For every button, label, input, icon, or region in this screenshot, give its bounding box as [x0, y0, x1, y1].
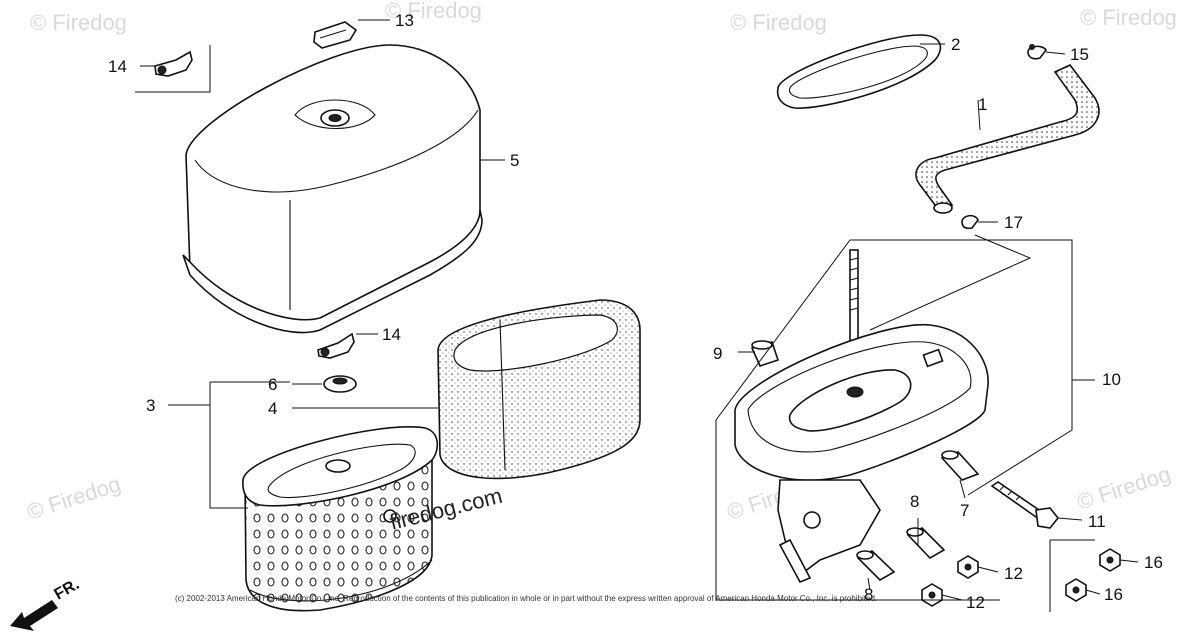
- part-8-pipe: [906, 527, 946, 560]
- callouts: 1 2 3 4 5 6 7 8 8 9 10 11 12 12 13 14 14…: [108, 11, 1163, 612]
- part-1-breather-tube: [915, 64, 1100, 214]
- part-17-clamp: [961, 214, 979, 230]
- watermark-text: © Firedog: [1074, 461, 1174, 515]
- part-5-air-cleaner-cover: [182, 44, 483, 334]
- part-10-air-cleaner-base: [734, 249, 989, 584]
- watermark-text: © Firedog: [730, 10, 827, 35]
- part-12-nut: [957, 555, 979, 579]
- watermark-text: © Firedog: [30, 10, 127, 35]
- callout-4: 4: [268, 399, 277, 418]
- direction-label: FR.: [52, 576, 83, 604]
- part-7-pipe: [940, 450, 980, 481]
- part-16-nut: [1065, 578, 1087, 602]
- callout-13: 13: [395, 11, 414, 30]
- part-6-grommet: [323, 375, 357, 393]
- part-16-nut: [1099, 548, 1121, 572]
- callout-1: 1: [978, 95, 987, 114]
- part-12-nut: [921, 583, 943, 607]
- part-13-clip: [313, 21, 358, 49]
- callout-14: 14: [108, 57, 127, 76]
- callout-12: 12: [1004, 564, 1023, 583]
- callout-8: 8: [864, 585, 873, 604]
- copyright-notice: (c) 2002-2013 American Honda Motor Co., …: [175, 594, 877, 603]
- watermark-text: © Firedog: [385, 0, 482, 23]
- watermark-text: © Firedog: [24, 471, 124, 525]
- callout-17: 17: [1004, 213, 1023, 232]
- watermark-text: © Firedog: [1080, 5, 1177, 30]
- callout-15: 15: [1070, 45, 1089, 64]
- callout-10: 10: [1102, 370, 1121, 389]
- part-8-pipe: [856, 550, 896, 581]
- part-15-clamp: [1027, 44, 1047, 60]
- part-4-foam-element: [437, 299, 641, 480]
- callout-12: 12: [966, 593, 985, 612]
- callout-16: 16: [1104, 585, 1123, 604]
- part-3-paper-element: [242, 426, 439, 612]
- callout-3: 3: [146, 396, 155, 415]
- callout-2: 2: [951, 35, 960, 54]
- callout-5: 5: [510, 151, 519, 170]
- leader-lines: [135, 19, 1139, 612]
- part-14-wing-nut: [154, 50, 193, 77]
- callout-9: 9: [713, 344, 722, 363]
- callout-6: 6: [268, 375, 277, 394]
- callout-8: 8: [910, 492, 919, 511]
- callout-7: 7: [960, 501, 969, 520]
- callout-16: 16: [1144, 553, 1163, 572]
- callout-11: 11: [1088, 512, 1106, 531]
- part-2-gasket: [776, 34, 942, 109]
- callout-14: 14: [382, 325, 401, 344]
- part-11-bolt: [990, 481, 1060, 529]
- front-direction-arrow: FR.: [10, 576, 82, 631]
- part-14-wing-nut: [317, 332, 355, 359]
